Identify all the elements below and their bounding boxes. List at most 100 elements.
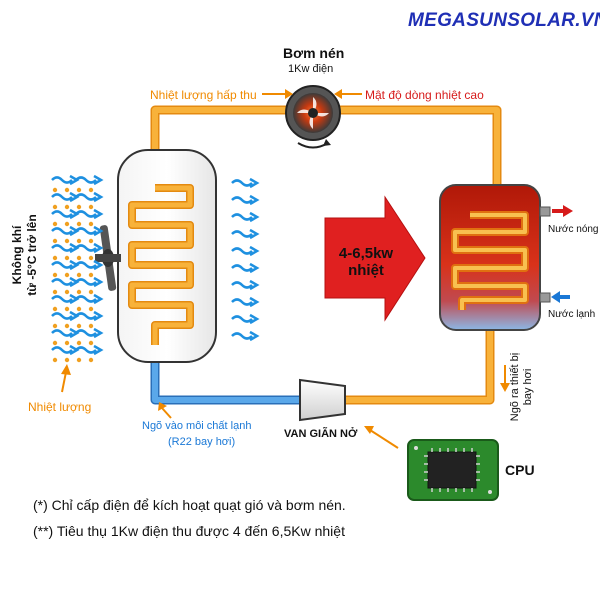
air-wave-arrow	[75, 193, 97, 201]
heat-dot	[76, 221, 82, 227]
big-arrow-unit: nhiệt	[348, 262, 384, 279]
condenser-coil	[451, 211, 529, 310]
heat-dot	[64, 323, 70, 329]
heat-dot	[76, 187, 82, 193]
heat-dot	[88, 187, 94, 193]
air-wave-arrowhead	[93, 191, 104, 203]
expansion-valve-label: VAN GIÃN NỞ	[284, 428, 358, 440]
cpu-label: CPU	[505, 462, 535, 478]
heat-dot	[88, 255, 94, 261]
air-wave-arrow	[51, 329, 73, 337]
heat-dot	[52, 289, 58, 295]
air-wave-arrowhead	[249, 245, 260, 257]
air-wave-arrowhead	[249, 177, 260, 189]
air-wave-arrow	[75, 244, 97, 252]
air-wave-arrowhead	[93, 242, 104, 254]
air-wave-arrow	[75, 295, 97, 303]
heat-absorbed-arrow	[262, 89, 293, 99]
air-wave-arrow	[51, 261, 73, 269]
heat-dot	[76, 323, 82, 329]
big-arrow-label: 4-6,5kw nhiệt	[336, 245, 396, 279]
water-tank	[439, 184, 541, 331]
expansion-valve	[299, 378, 346, 422]
heat-dot	[76, 238, 82, 244]
heat-dot	[52, 255, 58, 261]
heat-dot	[52, 323, 58, 329]
air-wave-arrowhead	[249, 330, 260, 342]
air-wave-arrow	[231, 196, 253, 204]
heat-dots	[52, 187, 94, 363]
heat-dot	[64, 221, 70, 227]
heat-transfer-arrow	[324, 195, 426, 322]
heat-dot	[64, 204, 70, 210]
air-wave-arrow	[75, 176, 97, 184]
air-wave-arrowhead	[93, 344, 104, 356]
air-wave-arrowhead	[249, 228, 260, 240]
air-wave-arrowhead	[93, 327, 104, 339]
air-wave-arrowhead	[93, 276, 104, 288]
heat-dot	[64, 289, 70, 295]
air-wave-arrow	[231, 332, 253, 340]
brand-logo: MEGASUNSOLAR.VN	[408, 10, 600, 31]
air-wave-arrow	[75, 210, 97, 218]
heat-dot	[52, 340, 58, 346]
heat-dot	[88, 204, 94, 210]
cold-water-label: Nước lạnh	[548, 309, 596, 320]
note-1: (*) Chỉ cấp điện để kích hoạt quạt gió v…	[33, 497, 346, 513]
heat-dot	[52, 306, 58, 312]
outlet-pointer-arrow	[500, 365, 510, 392]
air-wave-arrow	[231, 213, 253, 221]
air-wave-arrowhead	[249, 211, 260, 223]
air-wave-arrow	[51, 346, 73, 354]
heat-dot	[52, 204, 58, 210]
air-wave-arrow	[51, 210, 73, 218]
heat-dot	[88, 357, 94, 363]
condenser-outlet-line2: bay hơi	[522, 368, 534, 406]
note-2: (**) Tiêu thụ 1Kw điện thu được 4 đến 6,…	[33, 523, 345, 539]
fan	[95, 225, 121, 291]
heat-dot	[52, 221, 58, 227]
heat-dot	[76, 357, 82, 363]
air-wave-arrow	[51, 278, 73, 286]
air-side-line1: Không khí	[10, 225, 24, 285]
air-wave-arrowhead	[93, 259, 104, 271]
heat-dot	[76, 289, 82, 295]
heat-dot	[88, 306, 94, 312]
high-density-arrow	[334, 89, 362, 99]
compressor-title: Bơm nén	[283, 45, 345, 61]
evaporator-inlet-sub: (R22 bay hơi)	[168, 436, 236, 448]
air-wave-arrow	[231, 247, 253, 255]
heat-dot	[52, 238, 58, 244]
heat-dot	[76, 272, 82, 278]
cold-water-inlet	[539, 291, 570, 303]
condenser-outlet-label: Ngõ ra thiết bị bay hơi	[509, 342, 535, 432]
evaporator-inlet-label: Ngõ vào môi chất lạnh	[142, 420, 252, 432]
air-wave-arrow	[75, 278, 97, 286]
heat-input-arrow	[61, 364, 71, 393]
heat-dot	[64, 272, 70, 278]
air-side-line2: từ -5°C trở lên	[25, 214, 39, 296]
condenser-outlet-line1: Ngõ ra thiết bị	[509, 352, 521, 422]
heat-dot	[88, 221, 94, 227]
compressor-power: 1Kw điện	[288, 63, 334, 75]
heat-dot	[64, 255, 70, 261]
air-wave-arrow	[51, 227, 73, 235]
cpu-board	[407, 439, 499, 501]
air-wave-arrow	[231, 281, 253, 289]
heat-dot	[52, 357, 58, 363]
air-wave-arrowhead	[93, 208, 104, 220]
big-arrow-value: 4-6,5kw	[338, 245, 394, 262]
heat-dot	[76, 340, 82, 346]
heat-dot	[64, 238, 70, 244]
air-wave-arrow	[51, 295, 73, 303]
hot-water-label: Nước nóng	[548, 224, 599, 235]
air-wave-arrow	[51, 176, 73, 184]
air-wave-arrow	[231, 264, 253, 272]
air-wave-arrow	[51, 193, 73, 201]
heat-dot	[88, 289, 94, 295]
heat-dot	[64, 306, 70, 312]
incoming-air-arrows	[51, 174, 104, 356]
heat-dot	[64, 357, 70, 363]
hot-water-outlet	[539, 205, 573, 217]
